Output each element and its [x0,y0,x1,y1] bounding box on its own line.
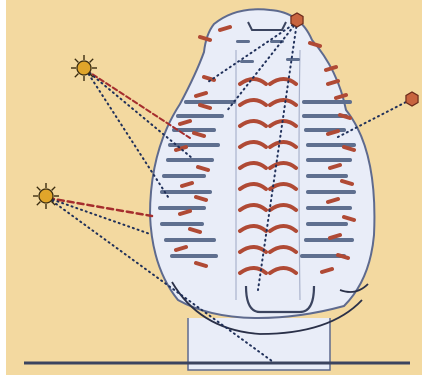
sun-icon [33,183,59,209]
left-ridge [162,174,206,178]
left-ridge [184,100,236,104]
left-ridge [160,222,204,226]
hexagon-shape [406,92,418,106]
left-margin [0,0,6,375]
sun-disc [77,61,91,75]
left-ridge [164,238,216,242]
sun-icon [71,55,97,81]
left-ridge [160,190,212,194]
left-ridge [158,206,206,210]
right-ridge [306,206,352,210]
right-ridge [306,222,348,226]
right-ridge [306,158,352,162]
top-ridge [236,40,250,43]
hexagon-sensor-icon [406,92,418,106]
hexagon-sensor-icon [291,13,303,27]
right-ridge [306,190,356,194]
right-ridge [306,174,348,178]
sun-disc [39,189,53,203]
left-ridge [176,114,224,118]
right-ridge [302,100,352,104]
top-ridge [240,60,254,63]
left-ridge [166,158,214,162]
left-ridge [170,254,218,258]
right-margin [422,0,428,375]
top-ridge [286,58,300,61]
hexagon-shape [291,13,303,27]
